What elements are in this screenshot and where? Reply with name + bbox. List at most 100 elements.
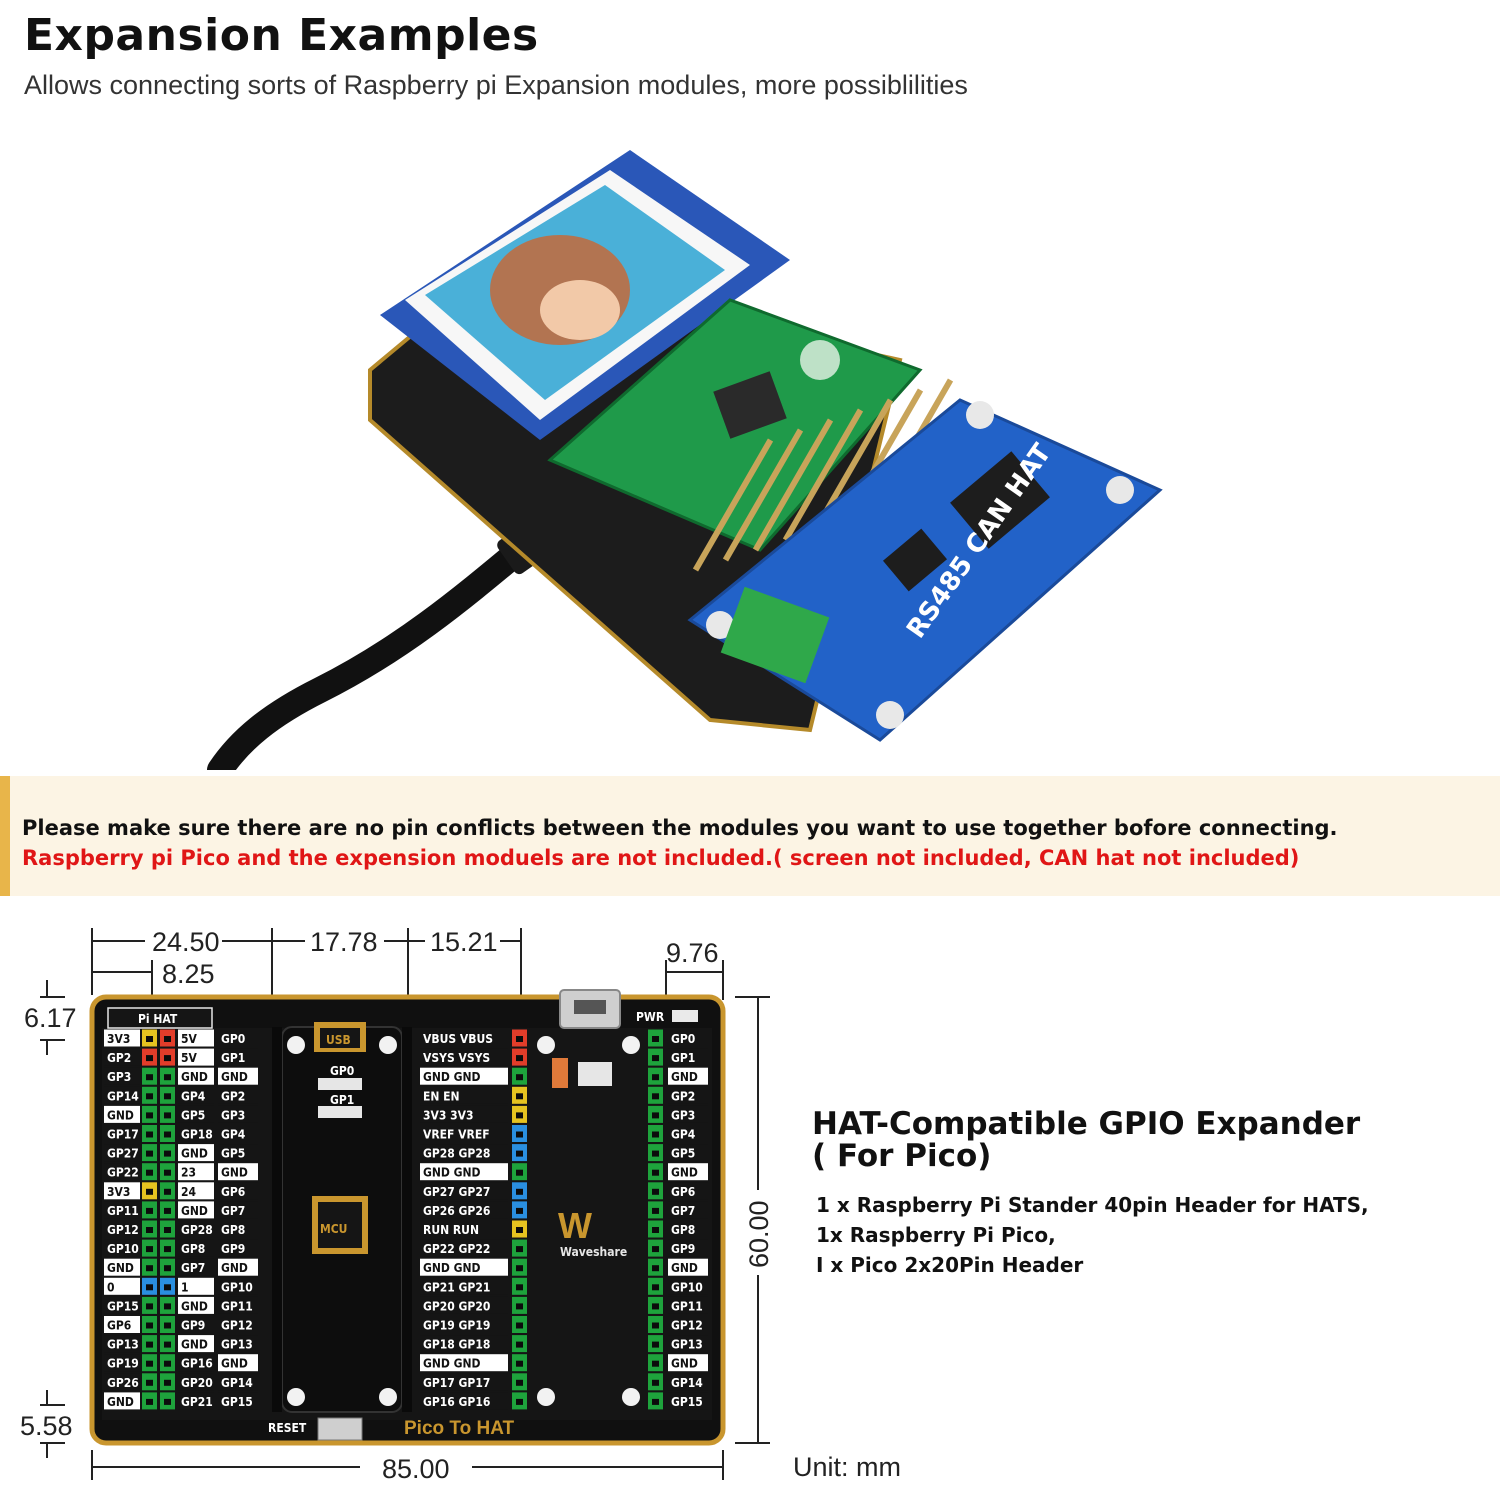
header-pin-hole	[516, 1227, 523, 1233]
header-pin-hole	[516, 1379, 523, 1386]
pin-label: VSYS VSYS	[423, 1051, 490, 1065]
pin-label: GP5	[221, 1147, 245, 1161]
pin-label: GP22	[107, 1166, 139, 1180]
pin-cell	[668, 1316, 708, 1333]
header-pin-hole	[652, 1341, 659, 1348]
header-pin-hole	[516, 1169, 523, 1176]
pin-cell	[178, 1144, 214, 1162]
pin-label: GND	[221, 1357, 248, 1371]
pin-cell	[420, 1201, 508, 1219]
left-outer-pins: GP0GP1GNDGP2GP3GP4GP5GNDGP6GP7GP8GP9GNDG…	[218, 1029, 258, 1410]
pin-label: GP2	[221, 1089, 245, 1103]
header-pin-hole	[652, 1360, 659, 1367]
pin-cell	[218, 1125, 258, 1142]
header-pin-hole	[146, 1322, 153, 1329]
header-pin-hole	[652, 1055, 659, 1062]
pin-cell	[420, 1258, 508, 1276]
pin-cell	[668, 1182, 708, 1200]
mcu-label: MCU	[320, 1222, 347, 1236]
header-pin-hole	[164, 1379, 171, 1386]
pin-cell	[104, 1392, 140, 1410]
product-item: 1 x Raspberry Pi Stander 40pin Header fo…	[816, 1193, 1369, 1217]
pin-cell	[178, 1277, 214, 1295]
header-pin-hole	[516, 1360, 523, 1367]
pin-cell	[218, 1392, 258, 1410]
pin-cell	[178, 1029, 214, 1047]
dim-24-50: 24.50	[152, 927, 220, 957]
pin-label: GND	[671, 1166, 698, 1180]
pin-label: GND	[221, 1166, 248, 1180]
pin-label: GP4	[671, 1128, 696, 1142]
pin-cell	[178, 1316, 214, 1333]
pin-label: VREF VREF	[423, 1128, 490, 1142]
notice-box: Please make sure there are no pin confli…	[0, 776, 1500, 896]
pin-label: GND	[221, 1261, 248, 1275]
header-pin-hole	[652, 1398, 659, 1405]
waveshare-logo-icon: W	[558, 1205, 592, 1246]
pin-label: GP17 GP17	[423, 1376, 490, 1390]
pin-cell	[668, 1220, 708, 1238]
pin-cell	[178, 1354, 214, 1372]
header-pin-hole	[516, 1131, 523, 1138]
header-pin-hole	[146, 1169, 153, 1176]
header-pin-hole	[652, 1227, 659, 1233]
pin-cell	[420, 1067, 508, 1085]
pin-cell	[420, 1373, 508, 1391]
pin-label: GP4	[221, 1128, 246, 1142]
header-pin-hole	[652, 1322, 659, 1329]
pin-label: GP22 GP22	[423, 1242, 490, 1256]
pin-cell	[668, 1163, 708, 1181]
header-pin-hole	[164, 1074, 171, 1081]
pin-cell	[178, 1182, 214, 1200]
pin-label: GP3	[671, 1108, 695, 1122]
header-pin-hole	[516, 1074, 523, 1081]
pin-label: EN EN	[423, 1089, 460, 1103]
pin-label: GP8	[181, 1242, 205, 1256]
pin-label: GP4	[181, 1089, 206, 1103]
header-pin-hole	[652, 1265, 659, 1272]
pin-label: GP26	[107, 1376, 139, 1390]
header-pin-hole	[164, 1093, 171, 1100]
pin-label: GP10	[671, 1280, 703, 1294]
pin-label: GP12	[107, 1223, 139, 1237]
header-pin-hole	[652, 1093, 659, 1100]
header-pin-hole	[652, 1246, 659, 1253]
header-pin-hole	[164, 1341, 171, 1348]
header-pin-hole	[146, 1398, 153, 1405]
pin-label: GP11	[671, 1299, 703, 1313]
header-pin-hole	[146, 1093, 153, 1100]
pin-cell	[104, 1029, 140, 1047]
header-pin-hole	[146, 1207, 153, 1214]
pin-cell	[178, 1296, 214, 1314]
pin-cell	[668, 1335, 708, 1353]
pin-label: GP3	[107, 1070, 131, 1084]
product-description: HAT-Compatible GPIO Expander ( For Pico)…	[812, 1108, 1472, 1280]
pin-label: GP19 GP19	[423, 1319, 490, 1333]
pin-label: GND GND	[423, 1261, 481, 1275]
pin-cell	[104, 1163, 140, 1181]
pwr-label: PWR	[636, 1010, 665, 1024]
pin-cell	[420, 1163, 508, 1181]
pin-label: 3V3 3V3	[423, 1108, 474, 1122]
pin-label: GP8	[671, 1223, 695, 1237]
can-chip-2	[882, 528, 948, 592]
pin-cell	[420, 1392, 508, 1410]
dim-85-00: 85.00	[382, 1454, 450, 1484]
header-pin-hole	[146, 1112, 153, 1119]
header-pin-hole	[516, 1150, 523, 1157]
notice-pin-conflict: Please make sure there are no pin confli…	[22, 816, 1338, 840]
raspberry-logo	[800, 340, 840, 380]
pin-label: GND	[181, 1338, 208, 1352]
header-pin-hole	[146, 1265, 153, 1272]
header-pin-hole	[652, 1074, 659, 1081]
header-pin-hole	[164, 1246, 171, 1253]
pin-cell	[218, 1182, 258, 1200]
pin-cell	[218, 1105, 258, 1123]
pin-label: GP18 GP18	[423, 1338, 490, 1352]
pin-cell	[218, 1029, 258, 1047]
header-pin-hole	[652, 1207, 659, 1214]
pin-label: GP9	[181, 1319, 205, 1333]
pin-cell	[178, 1086, 214, 1104]
pin-label: GND	[107, 1108, 134, 1122]
